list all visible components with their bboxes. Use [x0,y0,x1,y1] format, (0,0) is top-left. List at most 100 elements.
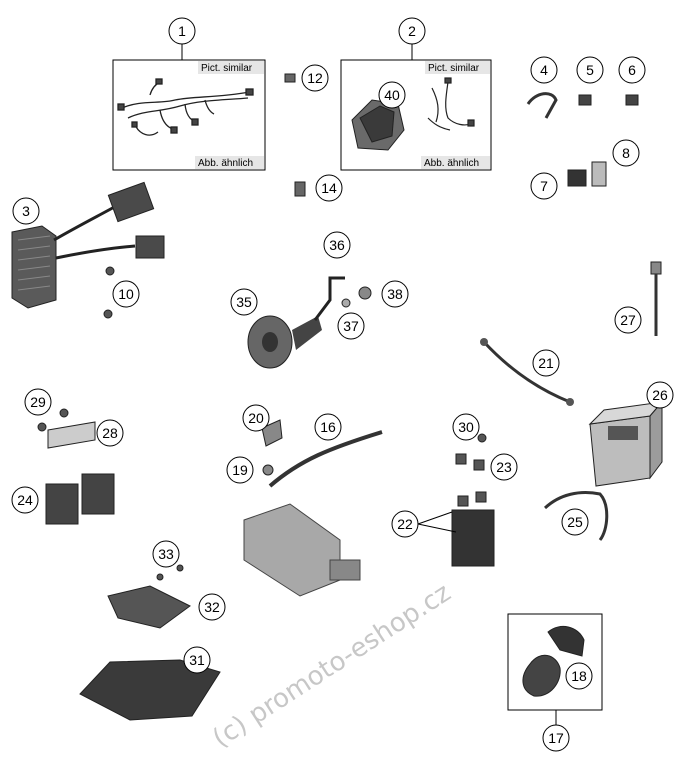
callout-2: 2 [398,17,426,60]
callout-label: 31 [189,652,205,668]
bracket-8-illustration [591,161,607,187]
callout-label: 29 [30,394,46,410]
voltage-regulator-illustration [11,181,165,309]
abb-aehnlich-label: Abb. ähnlich [198,158,253,169]
part-box-17 [507,613,603,711]
callout-label: 6 [628,62,636,78]
callout-label: 14 [321,180,337,196]
wiring-harness-illustration [117,78,254,136]
relays-24-illustration [45,473,115,525]
fuse-box-22-illustration [451,509,495,567]
horn-bracket-illustration [313,276,345,321]
callout-label: 10 [118,286,134,302]
callout-label: 38 [387,286,403,302]
small-connector-14-illustration [294,181,306,197]
callout-label: 12 [307,70,323,86]
callout-12: 12 [301,64,329,92]
pict-similar-label: Pict. similar [428,63,480,74]
callout-36: 36 [323,231,351,259]
callout-29: 29 [24,388,52,416]
fuses-23-illustration [455,453,487,507]
callout-32: 32 [198,593,226,621]
callout-label: 22 [397,516,413,532]
callout-label: 16 [320,419,336,435]
rubber-cap-20-illustration [261,419,283,447]
screws-illustration [103,266,115,319]
callout-35: 35 [230,288,258,316]
callout-16: 16 [314,413,342,441]
callout-label: 3 [22,203,30,219]
callout-20: 20 [242,404,270,432]
callout-3: 3 [12,197,40,225]
starter-motor-illustration [243,503,361,597]
callout-7: 7 [530,172,558,200]
callout-37: 37 [337,312,365,340]
callout-25: 25 [561,508,589,536]
screw-30-illustration [477,433,487,443]
clip-5-illustration [578,94,592,106]
cable-tie-4-illustration [526,92,558,119]
ground-cable-21-illustration [480,338,574,406]
callout-label: 30 [458,419,474,435]
callout-label: 20 [248,410,264,426]
callout-14: 14 [315,174,343,202]
relay-7-illustration [567,169,587,187]
callout-label: 27 [620,312,636,328]
callout-label: 19 [232,462,248,478]
harness-wires-illustration [427,77,475,131]
nut-19-illustration [262,464,274,476]
callout-label: 26 [652,387,668,403]
ecu-tray-31-illustration [79,659,221,721]
callout-label: 33 [158,546,174,562]
callout-5: 5 [576,56,604,84]
clip-6-illustration [625,94,639,106]
callout-19: 19 [226,456,254,484]
callout-24: 24 [11,486,39,514]
battery-cable-25-illustration [543,491,609,541]
horn-illustration [247,315,322,369]
callout-label: 40 [384,87,400,103]
callout-label: 5 [586,62,594,78]
callout-label: 35 [236,294,252,310]
callout-31: 31 [183,646,211,674]
callout-label: 8 [622,145,630,161]
callout-22: 22 [391,510,457,538]
fuse-27-illustration [650,261,662,336]
harness-box-1: Pict. similar Abb. ähnlich [112,59,266,171]
callout-27: 27 [614,306,642,334]
abb-aehnlich-label: Abb. ähnlich [424,158,479,169]
callout-label: 17 [548,730,564,746]
harness-box-2: Pict. similar Abb. ähnlich [340,59,492,171]
callout-17: 17 [542,710,570,752]
relay-bracket-28-illustration [47,421,96,449]
callout-label: 4 [540,62,548,78]
washer-37-illustration [341,298,351,308]
callout-8: 8 [612,139,640,167]
callout-33: 33 [152,540,180,568]
callout-23: 23 [490,453,518,481]
callout-label: 28 [102,425,118,441]
callout-label: 2 [408,23,416,39]
callout-label: 25 [567,514,583,530]
battery-illustration [588,400,664,487]
callout-21: 21 [532,349,560,377]
callout-label: 23 [496,459,512,475]
callout-38: 38 [381,280,409,308]
callout-label: 1 [178,23,186,39]
starter-cable-16-illustration [268,430,383,488]
pict-similar-label: Pict. similar [201,63,253,74]
callout-40: 40 [378,81,406,109]
nut-38-illustration [358,286,372,300]
ecu-holder-32-illustration [107,585,191,629]
callout-4: 4 [530,56,558,84]
callout-label: 24 [17,492,33,508]
callout-label: 18 [571,668,587,684]
callout-28: 28 [96,419,124,447]
callout-26: 26 [646,381,674,409]
screws-33-illustration [156,564,184,581]
callout-6: 6 [618,56,646,84]
small-connector-12-illustration [284,73,296,83]
callout-30: 30 [452,413,480,441]
callout-label: 21 [538,355,554,371]
